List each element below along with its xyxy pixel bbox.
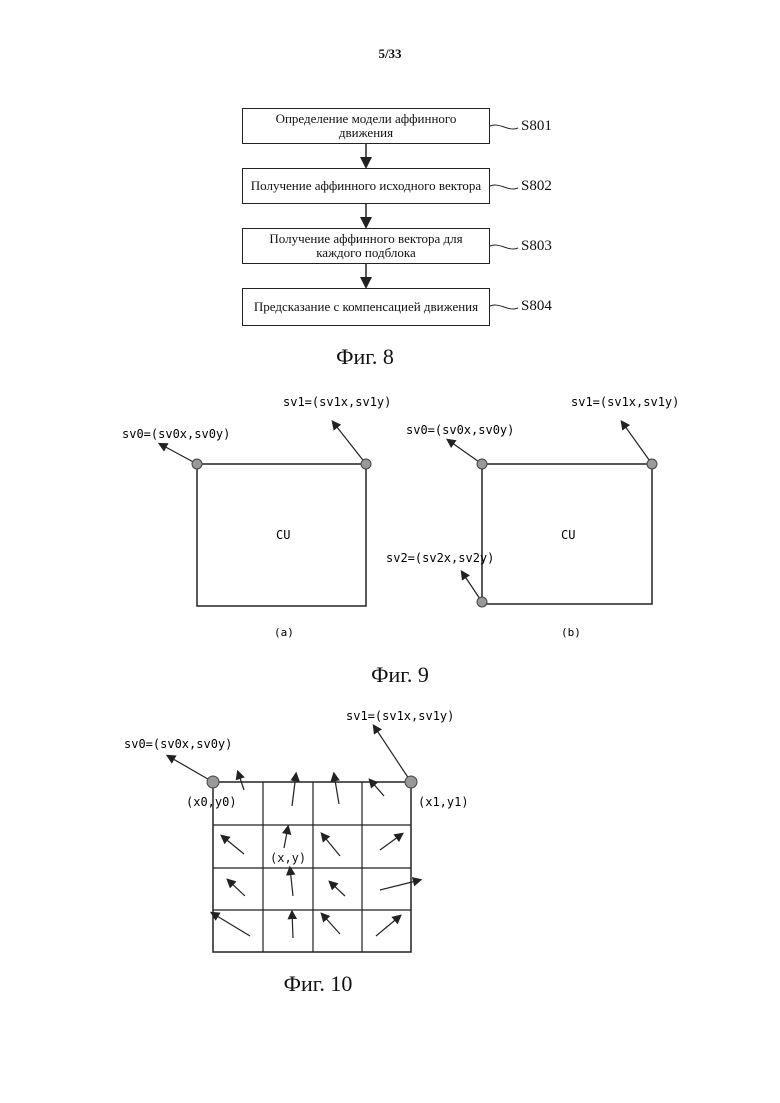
fig9-diagram: sv0=(sv0x,sv0y) sv1=(sv1x,sv1y) CU (a) s… bbox=[0, 380, 780, 660]
step-id-s803: S803 bbox=[521, 238, 552, 255]
step-id-s802: S802 bbox=[521, 178, 552, 195]
fig8-caption: Фиг. 8 bbox=[300, 344, 430, 370]
fig9b-sv1-label: sv1=(sv1x,sv1y) bbox=[571, 395, 679, 409]
fig10-cp1 bbox=[405, 776, 417, 788]
fig9a-sublabel: (a) bbox=[274, 626, 294, 639]
fig10-pxy-label: (x,y) bbox=[270, 851, 306, 865]
fig10-sv1-label: sv1=(sv1x,sv1y) bbox=[346, 709, 454, 723]
step-id-s801: S801 bbox=[521, 118, 552, 135]
fig10-caption: Фиг. 10 bbox=[253, 971, 383, 997]
fig9a-sv0-arrow bbox=[160, 444, 197, 464]
fig10-p0-label: (x0,y0) bbox=[186, 795, 237, 809]
leader-s802 bbox=[490, 185, 518, 189]
fig9a-cp1 bbox=[361, 459, 371, 469]
fig9-caption: Фиг. 9 bbox=[335, 662, 465, 688]
flow-step-s801: Определение модели аффинного движения bbox=[242, 108, 490, 144]
fig10-p1-label: (x1,y1) bbox=[418, 795, 469, 809]
flow-step-s803: Получение аффинного вектора для каждого … bbox=[242, 228, 490, 264]
fig9b-sv2-label: sv2=(sv2x,sv2y) bbox=[386, 551, 494, 565]
fig10-grid-border bbox=[213, 782, 411, 952]
flow-step-s804: Предсказание с компенсацией движения bbox=[242, 288, 490, 326]
fig9b-sv0-arrow bbox=[448, 440, 482, 464]
page-number: 5/33 bbox=[0, 46, 780, 62]
fig9b-cp0 bbox=[477, 459, 487, 469]
fig9b-sv0-label: sv0=(sv0x,sv0y) bbox=[406, 423, 514, 437]
fig9b-sv1-arrow bbox=[622, 422, 652, 464]
fig9b-cp2 bbox=[477, 597, 487, 607]
fig9a-cu-label: CU bbox=[276, 528, 290, 542]
fig9b-sublabel: (b) bbox=[561, 626, 581, 639]
fig9b-cp1 bbox=[647, 459, 657, 469]
fig10-sv0-label: sv0=(sv0x,sv0y) bbox=[124, 737, 232, 751]
fig10-diagram: sv0=(sv0x,sv0y) sv1=(sv1x,sv1y) (x0,y0) … bbox=[0, 700, 780, 970]
leader-s803 bbox=[490, 245, 518, 249]
fig10-sv0-arrow bbox=[168, 756, 213, 782]
step-id-s804: S804 bbox=[521, 298, 552, 315]
fig9a-cp0 bbox=[192, 459, 202, 469]
leader-s801 bbox=[490, 125, 518, 129]
flow-step-s802: Получение аффинного исходного вектора bbox=[242, 168, 490, 204]
fig9a-sv1-arrow bbox=[333, 422, 366, 464]
fig9a-sv1-label: sv1=(sv1x,sv1y) bbox=[283, 395, 391, 409]
leader-s804 bbox=[490, 305, 518, 309]
fig10-sv1-arrow bbox=[374, 726, 411, 782]
fig9b-cu-label: CU bbox=[561, 528, 575, 542]
fig9a-sv0-label: sv0=(sv0x,sv0y) bbox=[122, 427, 230, 441]
fig10-cp0 bbox=[207, 776, 219, 788]
